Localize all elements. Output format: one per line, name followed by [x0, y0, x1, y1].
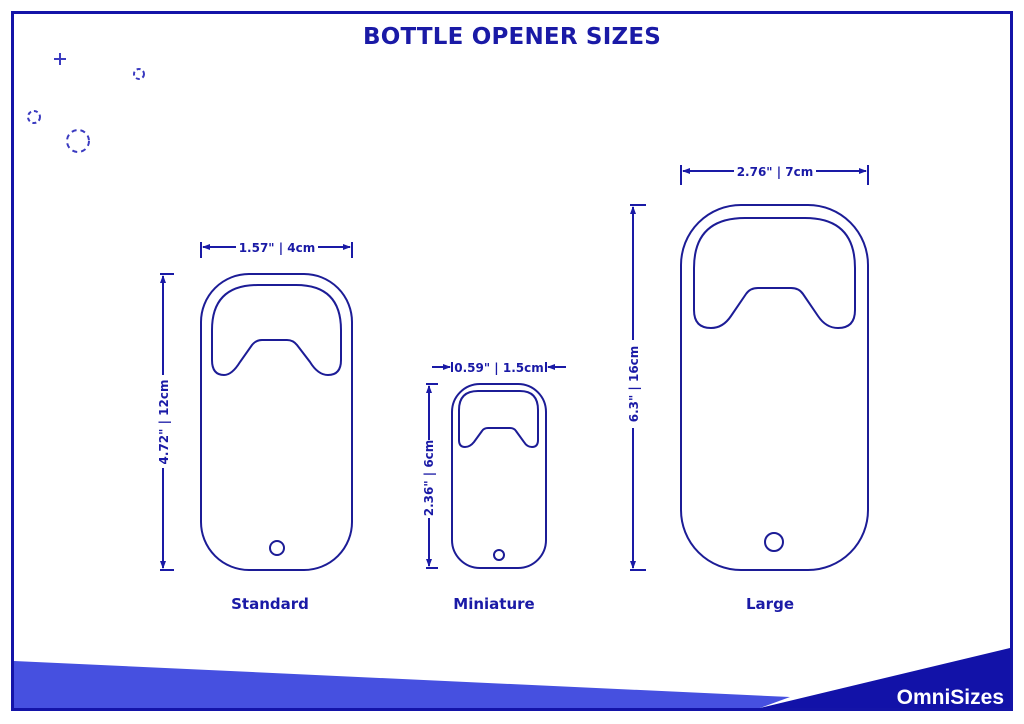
- page-title: BOTTLE OPENER SIZES: [362, 24, 662, 50]
- height-dimension-miniature: [426, 383, 438, 569]
- plus-icon: [54, 53, 66, 65]
- opener-standard: [200, 273, 353, 571]
- opener-large: [680, 204, 869, 571]
- width-label-miniature: 0.59" | 1.5cm: [454, 361, 543, 375]
- height-label-miniature: 2.36" | 6cm: [422, 440, 436, 517]
- width-dimension-standard: [200, 242, 353, 258]
- opener-name-standard: Standard: [231, 595, 309, 613]
- diagram-frame: [11, 11, 1013, 711]
- opener-name-miniature: Miniature: [453, 595, 534, 613]
- height-dimension-large: [630, 204, 646, 571]
- footer-banner-light: [14, 661, 790, 708]
- height-label-standard: 4.72" | 12cm: [157, 380, 171, 465]
- width-dimension-large: [680, 165, 869, 185]
- opener-name-large: Large: [746, 595, 794, 613]
- brand-logo: OmniSizes: [896, 686, 1004, 709]
- dashed-circle-icon: [133, 68, 145, 80]
- width-label-standard: 1.57" | 4cm: [239, 241, 316, 255]
- opener-miniature: [451, 383, 547, 569]
- dashed-circle-icon: [27, 110, 41, 124]
- width-dimension-miniature: [432, 362, 566, 372]
- dashed-circle-icon: [66, 129, 90, 153]
- width-label-large: 2.76" | 7cm: [737, 165, 814, 179]
- height-dimension-standard: [160, 273, 174, 571]
- footer-banner-dark: [760, 648, 1010, 708]
- height-label-large: 6.3" | 16cm: [627, 346, 641, 423]
